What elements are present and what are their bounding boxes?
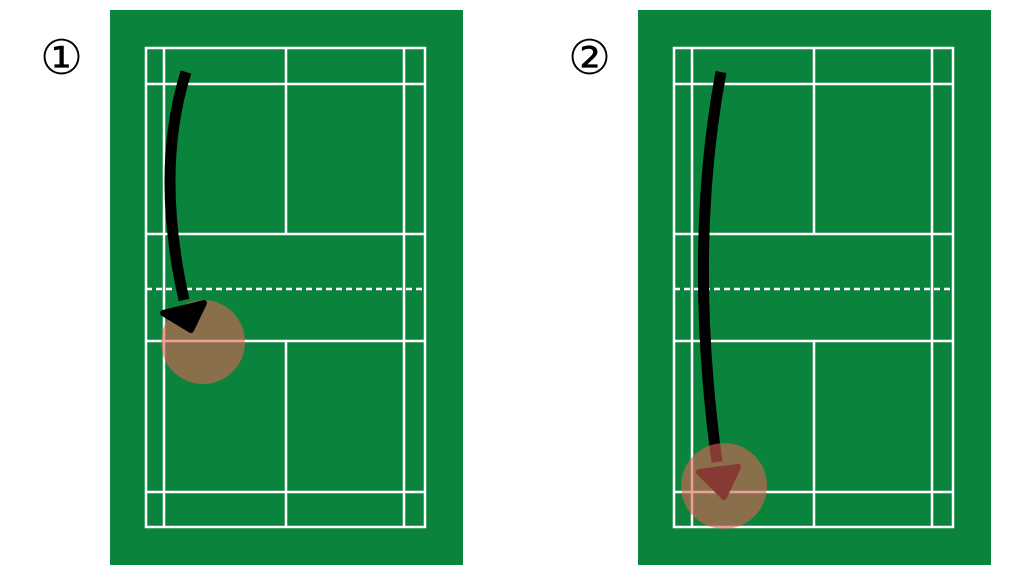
court-2 bbox=[636, 8, 993, 567]
shot-arrow-2 bbox=[697, 70, 727, 463]
arrowhead-1 bbox=[160, 300, 207, 333]
court-1 bbox=[108, 8, 465, 567]
panel-1-number: ① bbox=[40, 30, 84, 86]
shot-arrow-1 bbox=[164, 70, 192, 302]
panel-2-number: ② bbox=[568, 30, 612, 86]
target-zone-2 bbox=[681, 443, 767, 529]
